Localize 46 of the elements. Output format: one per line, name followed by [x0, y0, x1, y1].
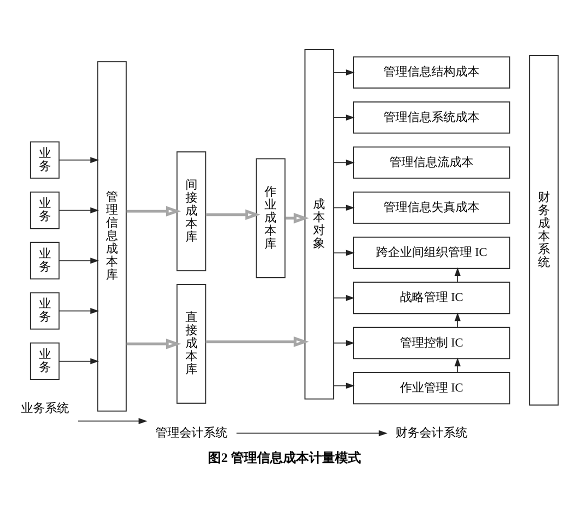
node-box: 战略管理 IC	[353, 281, 510, 314]
arrow	[454, 357, 461, 372]
node-box: 管理信息结构成本	[353, 56, 510, 88]
arrow	[333, 382, 355, 388]
arrow	[454, 312, 461, 328]
node-box: 管理信息流成本	[353, 146, 510, 178]
node-box: 业务	[30, 191, 60, 229]
node-box: 管理信息系统成本	[353, 100, 510, 134]
node-box: 作业成本库	[256, 158, 286, 278]
node-text: 管理会计系统	[155, 424, 228, 439]
node-box: 业务	[30, 292, 60, 330]
arrow	[454, 266, 461, 282]
arrow	[285, 212, 309, 223]
node-box: 跨企业间组织管理 IC	[353, 236, 510, 268]
arrow	[333, 204, 355, 210]
arrow	[126, 338, 182, 349]
arrow	[58, 156, 99, 163]
node-box: 直接成本库	[176, 283, 206, 404]
caption: 图2 管理信息成本计量模式	[208, 449, 361, 464]
node-text: 业务系统	[20, 400, 69, 415]
arrow	[236, 430, 388, 436]
node-box: 管理信息成本库	[97, 60, 127, 412]
arrow	[333, 159, 355, 166]
arrow	[58, 358, 99, 364]
arrow	[333, 340, 355, 346]
arrow	[333, 114, 355, 120]
node-text: 财务会计系统	[396, 424, 468, 439]
node-box: 成本对象	[304, 48, 334, 399]
node-box: 作业管理 IC	[353, 372, 510, 404]
node-box: 管理控制 IC	[353, 326, 510, 359]
arrow	[333, 249, 355, 256]
node-box: 业务	[30, 140, 60, 178]
node-box: 管理信息失真成本	[353, 191, 510, 224]
arrow	[333, 68, 355, 75]
arrow	[126, 205, 182, 216]
arrow	[58, 206, 99, 213]
node-box: 业务	[30, 342, 60, 380]
node-box: 财务成本系统	[529, 54, 559, 406]
node-box: 间接成本库	[176, 150, 206, 271]
arrow	[206, 208, 260, 220]
arrow	[333, 294, 355, 300]
node-box: 业务	[30, 241, 60, 279]
arrow	[78, 418, 148, 424]
arrow	[206, 336, 309, 347]
arrow	[58, 257, 99, 264]
arrow	[58, 307, 99, 314]
